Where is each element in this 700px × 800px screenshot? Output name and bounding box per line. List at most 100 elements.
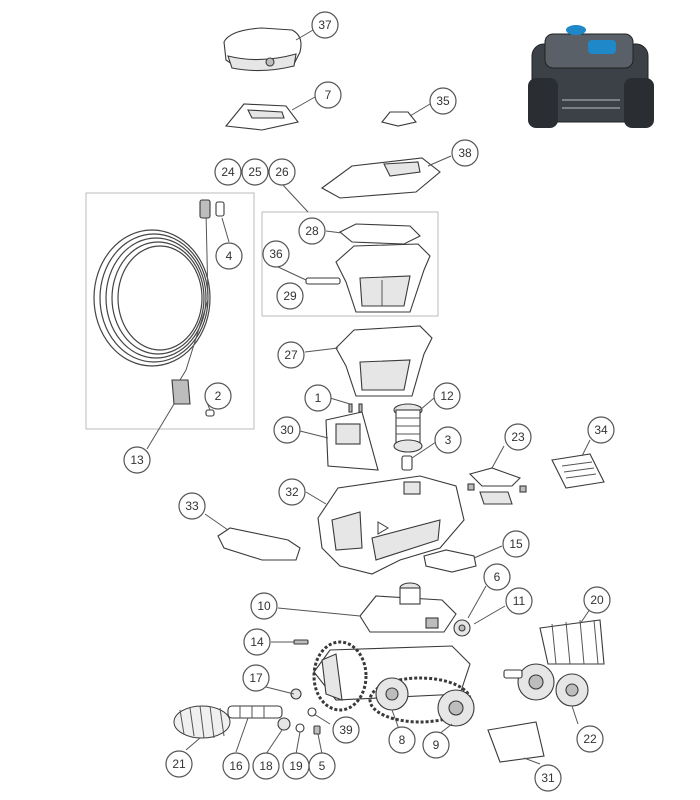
svg-text:35: 35	[436, 94, 450, 108]
filter-basket-upper-shape	[335, 243, 431, 313]
svg-text:27: 27	[284, 348, 298, 362]
svg-text:34: 34	[594, 423, 608, 437]
callout-19: 19	[282, 752, 310, 780]
callout-30: 30	[273, 416, 301, 444]
svg-text:24: 24	[221, 165, 235, 179]
svg-text:16: 16	[229, 759, 243, 773]
callout-28: 28	[298, 217, 326, 245]
callout-23: 23	[504, 423, 532, 451]
svg-text:37: 37	[318, 18, 332, 32]
callout-5: 5	[308, 752, 336, 780]
part-23-shape	[467, 467, 527, 505]
callout-16: 16	[222, 752, 250, 780]
callout-21: 21	[165, 750, 193, 778]
callout-32: 32	[278, 478, 306, 506]
leader-lines	[146, 29, 593, 765]
callout-1: 1	[304, 384, 332, 412]
part-33-shape	[217, 527, 301, 561]
svg-text:26: 26	[275, 165, 289, 179]
callout-26: 26	[268, 158, 296, 186]
callout-33: 33	[178, 492, 206, 520]
part-21-shape	[173, 705, 231, 739]
callout-36: 36	[262, 240, 290, 268]
svg-text:30: 30	[280, 423, 294, 437]
part-1-shape	[348, 403, 363, 413]
callout-6: 6	[483, 563, 511, 591]
part-30-shape	[325, 411, 379, 471]
callout-25: 25	[241, 158, 269, 186]
callout-39: 39	[332, 716, 360, 744]
svg-text:23: 23	[511, 430, 525, 444]
robot-reference-image	[528, 25, 654, 128]
svg-text:13: 13	[130, 453, 144, 467]
svg-text:7: 7	[325, 88, 332, 102]
part-7-shape	[224, 103, 299, 131]
svg-text:38: 38	[458, 146, 472, 160]
callout-8: 8	[388, 726, 416, 754]
svg-text:31: 31	[541, 771, 555, 785]
svg-text:18: 18	[259, 759, 273, 773]
svg-text:15: 15	[509, 537, 523, 551]
svg-text:21: 21	[172, 757, 186, 771]
callout-38: 38	[451, 139, 479, 167]
part-32-shape	[317, 475, 465, 575]
svg-text:28: 28	[305, 224, 319, 238]
part-28-shape	[339, 223, 421, 245]
svg-text:3: 3	[445, 433, 452, 447]
part-10-shape	[359, 582, 457, 633]
callout-2: 2	[204, 382, 232, 410]
small-parts-shape	[277, 688, 321, 735]
svg-text:9: 9	[433, 738, 440, 752]
cable-group-frame	[85, 192, 255, 430]
part-37-shape	[223, 27, 302, 72]
callout-13: 13	[123, 446, 151, 474]
callout-7: 7	[314, 81, 342, 109]
chassis-tracks-shape	[312, 640, 475, 727]
part-38-shape	[320, 157, 441, 199]
svg-text:12: 12	[440, 389, 454, 403]
callout-9: 9	[422, 731, 450, 759]
svg-text:17: 17	[249, 671, 263, 685]
svg-text:36: 36	[269, 247, 283, 261]
part-35-shape	[381, 111, 417, 127]
part-34-shape	[551, 453, 605, 489]
svg-text:19: 19	[289, 759, 303, 773]
callout-20: 20	[583, 586, 611, 614]
svg-text:2: 2	[215, 389, 222, 403]
callout-3: 3	[434, 426, 462, 454]
callout-17: 17	[242, 664, 270, 692]
part-12-shape	[393, 403, 423, 453]
part-29-shape	[305, 277, 341, 285]
callout-11: 11	[505, 587, 533, 615]
callout-35: 35	[429, 87, 457, 115]
svg-text:29: 29	[283, 289, 297, 303]
part-20-shape	[539, 619, 605, 665]
svg-text:6: 6	[494, 570, 501, 584]
part-16-shape	[227, 705, 283, 719]
callout-14: 14	[243, 628, 271, 656]
callout-31: 31	[534, 764, 562, 792]
callout-18: 18	[252, 752, 280, 780]
part-3-shape	[401, 455, 413, 471]
part-31-shape	[487, 721, 545, 763]
callout-10: 10	[250, 592, 278, 620]
part-15-shape	[423, 549, 477, 573]
filter-group-frame	[261, 211, 439, 317]
svg-text:5: 5	[319, 759, 326, 773]
callout-37: 37	[311, 11, 339, 39]
callout-12: 12	[433, 382, 461, 410]
power-cable-coil	[93, 199, 225, 417]
callout-29: 29	[276, 282, 304, 310]
part-27-shape	[335, 325, 433, 397]
callout-27: 27	[277, 341, 305, 369]
svg-text:32: 32	[285, 485, 299, 499]
svg-text:33: 33	[185, 499, 199, 513]
svg-text:4: 4	[226, 249, 233, 263]
part-14-shape	[293, 639, 309, 645]
svg-text:25: 25	[248, 165, 262, 179]
callout-22: 22	[576, 725, 604, 753]
callout-34: 34	[587, 416, 615, 444]
callout-15: 15	[502, 530, 530, 558]
callout-4: 4	[215, 242, 243, 270]
